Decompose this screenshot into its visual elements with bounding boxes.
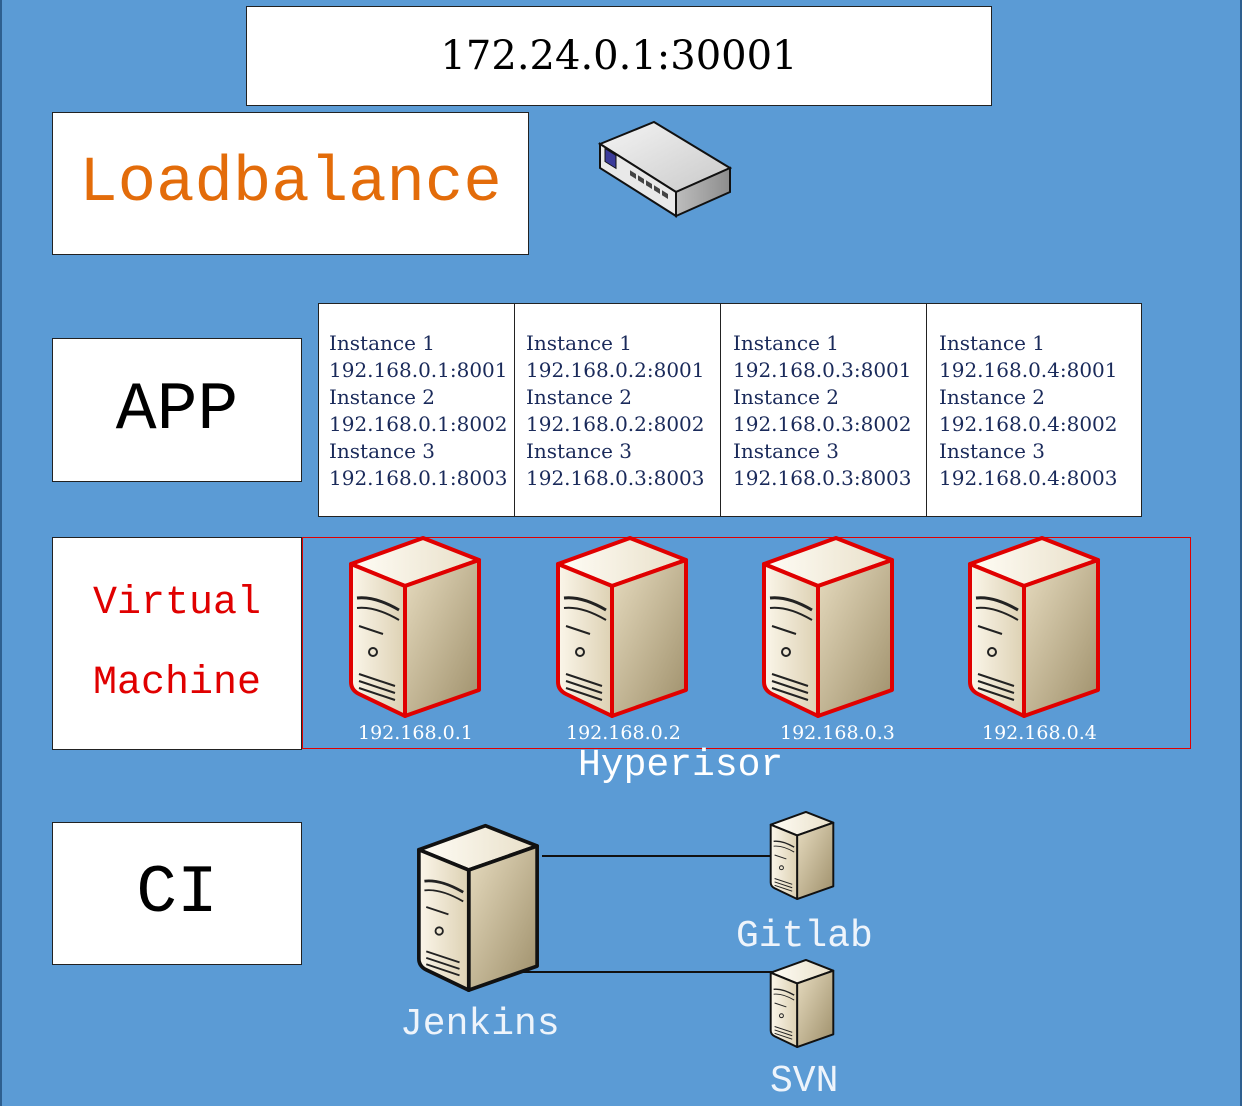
instance-line: 192.168.0.4:8003 [939, 466, 1118, 490]
svn-label: SVN [770, 1060, 839, 1103]
instance-line: 192.168.0.1:8002 [329, 412, 508, 436]
jenkins-label: Jenkins [400, 1003, 560, 1046]
jenkins-server-icon [410, 822, 546, 992]
instance-line: Instance 2 [329, 385, 436, 409]
instance-line: 192.168.0.2:8001 [526, 358, 705, 382]
ci-label: CI [136, 855, 218, 932]
instance-line: Instance 1 [939, 331, 1046, 355]
instance-line: Instance 1 [733, 331, 840, 355]
vm-ip-label: 192.168.0.3 [780, 722, 895, 744]
loadbalancer-address-box: 172.24.0.1:30001 [246, 6, 992, 106]
app-label: APP [115, 371, 239, 449]
instance-line: 192.168.0.2:8002 [526, 412, 705, 436]
instance-line: Instance 3 [526, 439, 633, 463]
instance-column-4: Instance 1 192.168.0.4:8001 Instance 2 1… [926, 303, 1142, 517]
instance-line: Instance 1 [329, 331, 436, 355]
instance-line: Instance 2 [526, 385, 633, 409]
instance-line: 192.168.0.3:8003 [526, 466, 705, 490]
instance-line: 192.168.0.4:8002 [939, 412, 1118, 436]
instance-line: Instance 2 [939, 385, 1046, 409]
network-switch-icon [597, 120, 732, 218]
hypervisor-label: Hyperisor [578, 744, 784, 787]
instance-line: Instance 1 [526, 331, 633, 355]
instance-line: 192.168.0.3:8003 [733, 466, 912, 490]
gitlab-server-icon [766, 810, 838, 900]
instance-line: 192.168.0.1:8001 [329, 358, 508, 382]
vm-ip-label: 192.168.0.1 [358, 722, 473, 744]
vm-ip-label: 192.168.0.2 [566, 722, 681, 744]
loadbalance-label: Loadbalance [79, 147, 502, 220]
vm-ip-label: 192.168.0.4 [982, 722, 1097, 744]
gitlab-label: Gitlab [736, 915, 873, 958]
instance-line: Instance 3 [329, 439, 436, 463]
ci-layer-box: CI [52, 822, 302, 965]
hypervisor-frame [302, 537, 1191, 749]
instance-column-2: Instance 1 192.168.0.2:8001 Instance 2 1… [514, 303, 722, 517]
vm-label-line2: Machine [92, 660, 262, 706]
virtual-machine-layer-box: Virtual Machine [52, 537, 302, 750]
svn-server-icon [766, 958, 838, 1048]
instance-line: Instance 3 [733, 439, 840, 463]
app-layer-box: APP [52, 338, 302, 482]
instance-line: 192.168.0.3:8002 [733, 412, 912, 436]
instance-line: Instance 2 [733, 385, 840, 409]
instance-line: 192.168.0.3:8001 [733, 358, 912, 382]
instance-line: 192.168.0.1:8003 [329, 466, 508, 490]
loadbalancer-address: 172.24.0.1:30001 [440, 33, 798, 79]
loadbalance-layer-box: Loadbalance [52, 112, 529, 255]
vm-label-line1: Virtual [92, 580, 262, 626]
instance-line: 192.168.0.4:8001 [939, 358, 1118, 382]
instance-line: Instance 3 [939, 439, 1046, 463]
